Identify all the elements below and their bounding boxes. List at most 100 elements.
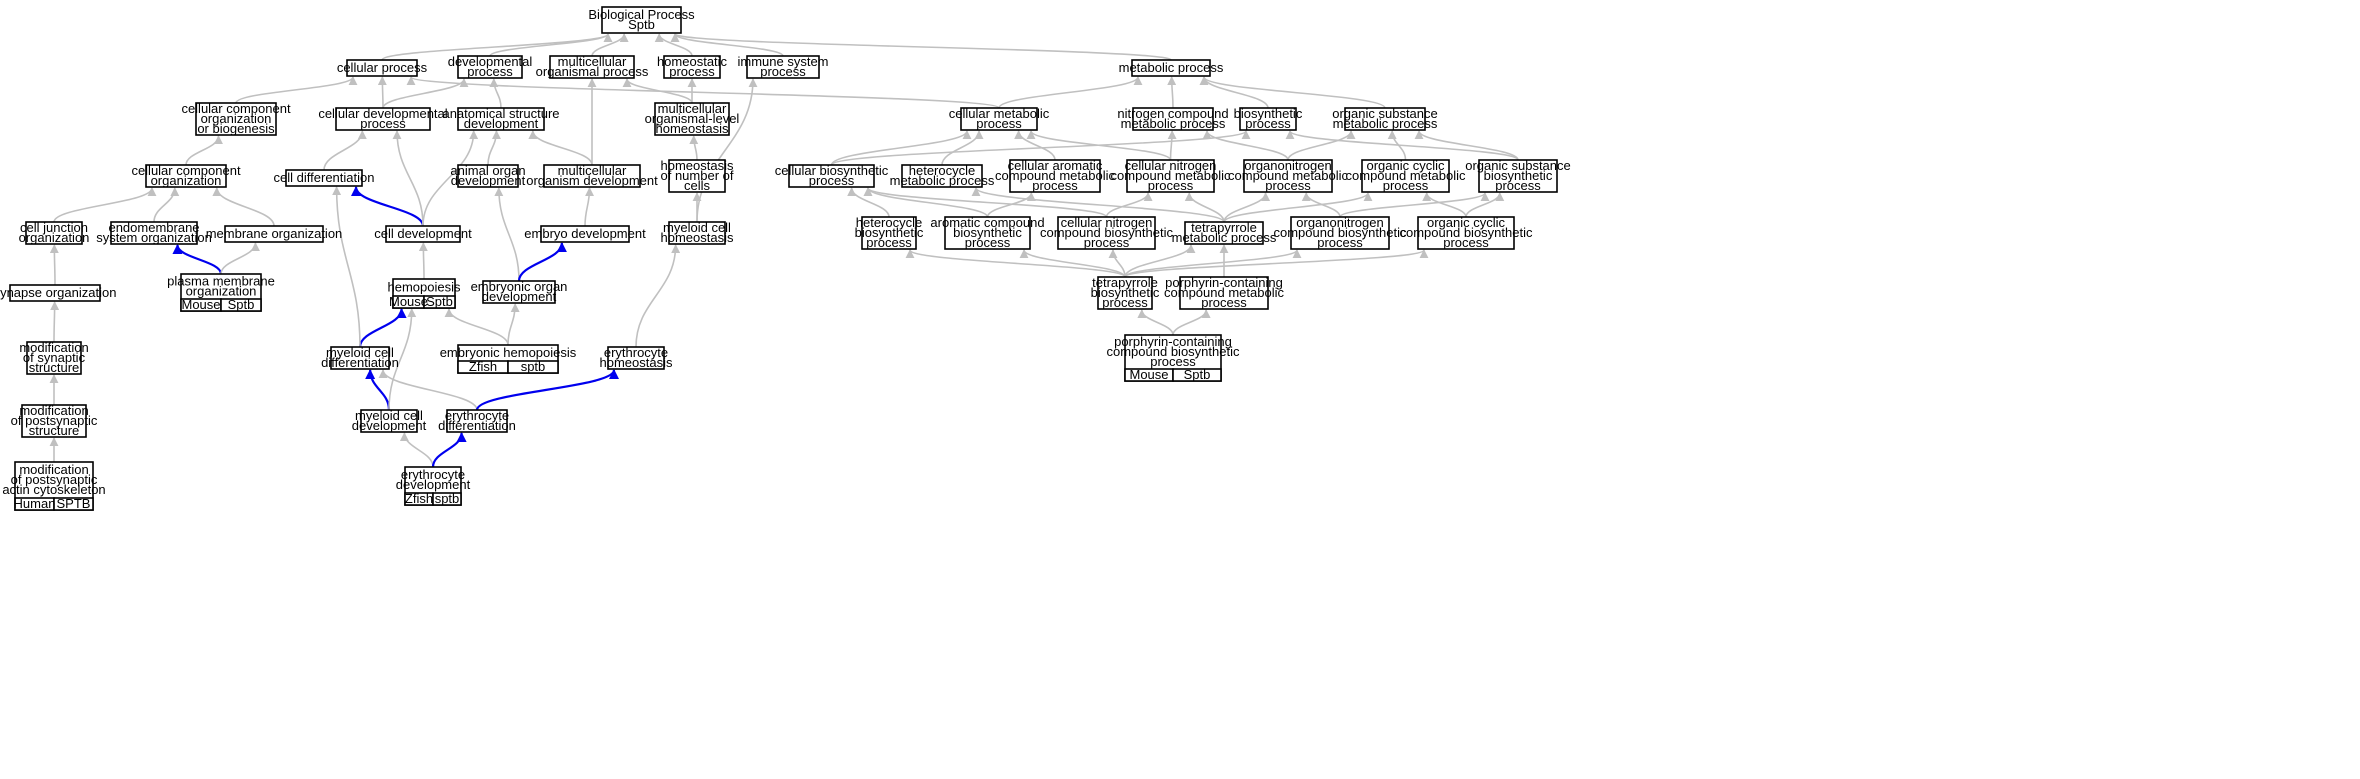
go-term-label: development: [464, 116, 539, 131]
go-term-label: multicellular: [558, 163, 627, 178]
go-term-label: embryonic organ: [471, 279, 568, 294]
go-term-label: heterocycle: [856, 215, 922, 230]
go-term-label: nitrogen compound: [1117, 106, 1228, 121]
go-term-box: [1239, 107, 1297, 131]
go-term-cell-differentiation[interactable]: cell differentiation: [274, 169, 375, 187]
go-term-label: erythrocyte: [445, 408, 509, 423]
go-term-cell-development[interactable]: cell development: [374, 225, 472, 243]
go-term-label: compound biosynthetic: [1274, 225, 1407, 240]
go-term-label: animal organ: [450, 163, 525, 178]
go-term-box: [654, 102, 730, 136]
is-a-edge: [1124, 244, 1196, 278]
go-term-box: [330, 346, 390, 370]
go-term-label: process: [1201, 295, 1247, 310]
go-term-metabolic-process[interactable]: metabolic process: [1119, 59, 1224, 77]
go-term-box: [668, 221, 726, 245]
go-term-label: organismal-level: [645, 111, 740, 126]
go-term-box: [25, 221, 83, 245]
go-term-box: [1097, 276, 1153, 310]
is-a-edge: [50, 301, 60, 343]
go-term-box: [482, 280, 556, 304]
go-term-label: biosynthetic: [1234, 106, 1303, 121]
go-term-label: process: [1383, 178, 1429, 193]
go-term-label: organic cyclic: [1366, 158, 1445, 173]
go-term-box: [1009, 159, 1101, 193]
go-term-label: system organization: [96, 230, 212, 245]
species-label: Mouse: [181, 297, 220, 312]
go-term-label: developmental: [448, 54, 533, 69]
go-term-synapse-organization[interactable]: synapse organization: [0, 284, 116, 302]
go-term-membrane-organization[interactable]: membrane organization: [206, 225, 343, 243]
go-term-embryo-development[interactable]: embryo development: [524, 225, 646, 243]
go-term-label: biosynthetic: [855, 225, 924, 240]
go-term-label: organization: [201, 111, 272, 126]
go-term-label: compound metabolic: [1228, 168, 1348, 183]
go-term-box: [543, 164, 641, 188]
is-a-edge: [1223, 192, 1271, 223]
is-a-edge: [323, 130, 367, 171]
go-term-label: cellular component: [131, 163, 241, 178]
is-a-edge: [863, 187, 989, 218]
go-term-label: process: [669, 64, 715, 79]
species-label: Zfish: [405, 491, 433, 506]
is-a-edge: [696, 78, 758, 223]
is-a-edge: [220, 242, 260, 275]
is-a-edge: [1287, 130, 1356, 161]
go-term-label: development: [396, 477, 471, 492]
go-term-label: myeloid cell: [326, 345, 394, 360]
is-a-edge: [172, 244, 223, 275]
go-term-label: process: [1495, 178, 1541, 193]
go-term-cellular-process[interactable]: cellular process: [337, 59, 428, 77]
go-term-label: tetrapyrrole: [1191, 220, 1257, 235]
is-a-edge: [399, 432, 434, 468]
